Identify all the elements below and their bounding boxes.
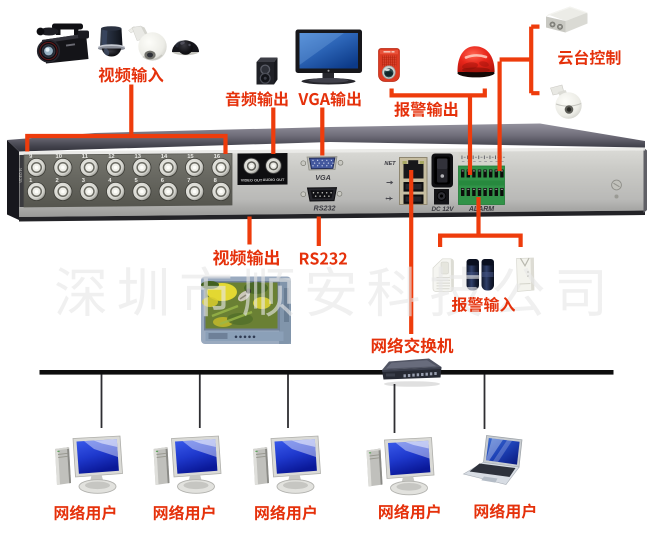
svg-text:VGA: VGA — [315, 173, 331, 182]
svg-text:5: 5 — [135, 178, 139, 184]
svg-text:16: 16 — [214, 154, 221, 160]
svg-text:AUDIO OUT: AUDIO OUT — [263, 177, 285, 182]
svg-text:4: 4 — [108, 178, 112, 184]
svg-text:12: 12 — [108, 154, 114, 160]
svg-text:13: 13 — [135, 154, 142, 160]
svg-text:14: 14 — [161, 154, 168, 160]
svg-text:VIDEO OUT: VIDEO OUT — [241, 178, 263, 183]
svg-text:NET: NET — [384, 161, 396, 167]
svg-text:7: 7 — [187, 178, 190, 184]
svg-text:VIDEO IN: VIDEO IN — [19, 167, 23, 182]
svg-text:8: 8 — [214, 178, 218, 184]
svg-text:DC 12V: DC 12V — [431, 206, 454, 213]
svg-text:9: 9 — [29, 154, 33, 160]
svg-text:15: 15 — [187, 154, 194, 160]
svg-text:6: 6 — [161, 178, 165, 184]
svg-text:2: 2 — [56, 178, 59, 184]
svg-text:1: 1 — [29, 178, 33, 184]
svg-text:RS232: RS232 — [314, 204, 336, 213]
svg-text:11: 11 — [82, 154, 89, 160]
svg-text:3: 3 — [82, 178, 86, 184]
svg-text:ALARM: ALARM — [468, 206, 494, 213]
svg-text:10: 10 — [56, 154, 62, 160]
